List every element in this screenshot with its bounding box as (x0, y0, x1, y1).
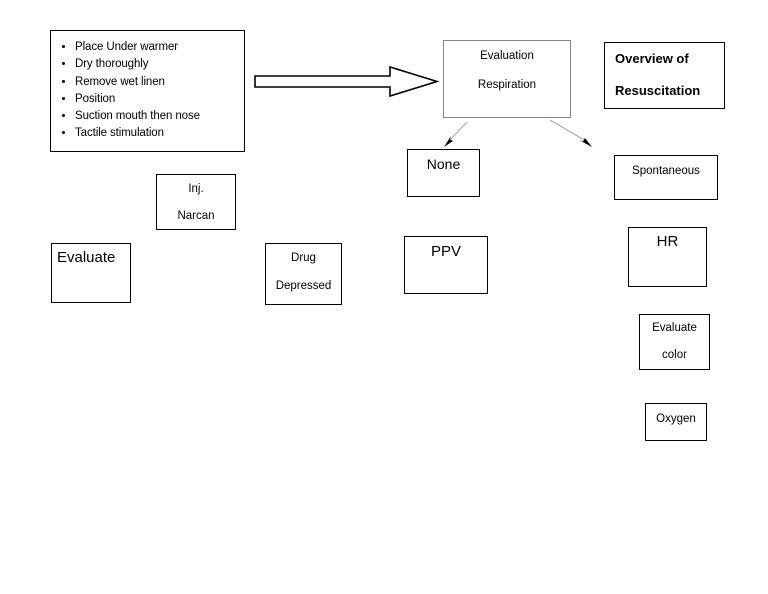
node-narcan-line1: Inj. (188, 183, 204, 195)
page-title-line1: Overview of (615, 51, 689, 66)
list-item: Position (75, 91, 238, 108)
node-evaluate-color[interactable]: Evaluate color (639, 314, 710, 370)
arrow-evaluation-to-spontaneous-line (549, 119, 587, 142)
node-evaluate[interactable]: Evaluate (51, 243, 131, 303)
node-title-overview-of-resuscitation[interactable]: Overview of Resuscitation (604, 42, 725, 109)
node-evaluate-color-line1: Evaluate (652, 322, 697, 334)
node-ppv[interactable]: PPV (404, 236, 488, 294)
node-hr[interactable]: HR (628, 227, 707, 287)
node-oxygen-label: Oxygen (656, 413, 696, 425)
node-evaluation-line2: Respiration (477, 79, 537, 91)
node-spontaneous-label: Spontaneous (632, 165, 700, 177)
list-item: Place Under warmer (75, 39, 238, 56)
node-oxygen[interactable]: Oxygen (645, 403, 707, 441)
list-item: Suction mouth then nose (75, 108, 238, 125)
list-item: Tactile stimulation (75, 125, 238, 142)
node-spontaneous[interactable]: Spontaneous (614, 155, 718, 200)
arrow-evaluation-to-none-line (447, 121, 468, 143)
node-evaluation-line1: Evaluation (480, 50, 534, 62)
node-initial-steps[interactable]: Place Under warmer Dry thoroughly Remove… (50, 30, 245, 152)
arrow-evaluation-to-none-head-icon (444, 136, 453, 147)
node-drug-line1: Drug (291, 252, 316, 264)
node-drug-line2: Depressed (275, 280, 332, 292)
node-none[interactable]: None (407, 149, 480, 197)
node-none-label: None (426, 156, 461, 172)
node-evaluate-label: Evaluate (57, 249, 116, 266)
node-hr-label: HR (656, 233, 679, 250)
node-evaluate-color-line2: color (662, 349, 687, 361)
node-evaluation[interactable]: Evaluation Respiration (443, 40, 571, 118)
page-title-line2: Resuscitation (615, 83, 701, 98)
arrow-evaluation-to-spontaneous-head-icon (579, 138, 592, 147)
list-item: Dry thoroughly (75, 56, 238, 73)
node-drug-depressed[interactable]: Drug Depressed (265, 243, 342, 305)
node-narcan-line2: Narcan (177, 210, 215, 222)
node-inj-narcan[interactable]: Inj. Narcan (156, 174, 236, 230)
block-arrow-initial-to-evaluation-icon (254, 65, 440, 98)
list-item: Remove wet linen (75, 74, 238, 91)
initial-steps-list: Place Under warmer Dry thoroughly Remove… (55, 39, 238, 143)
node-ppv-label: PPV (430, 243, 461, 260)
